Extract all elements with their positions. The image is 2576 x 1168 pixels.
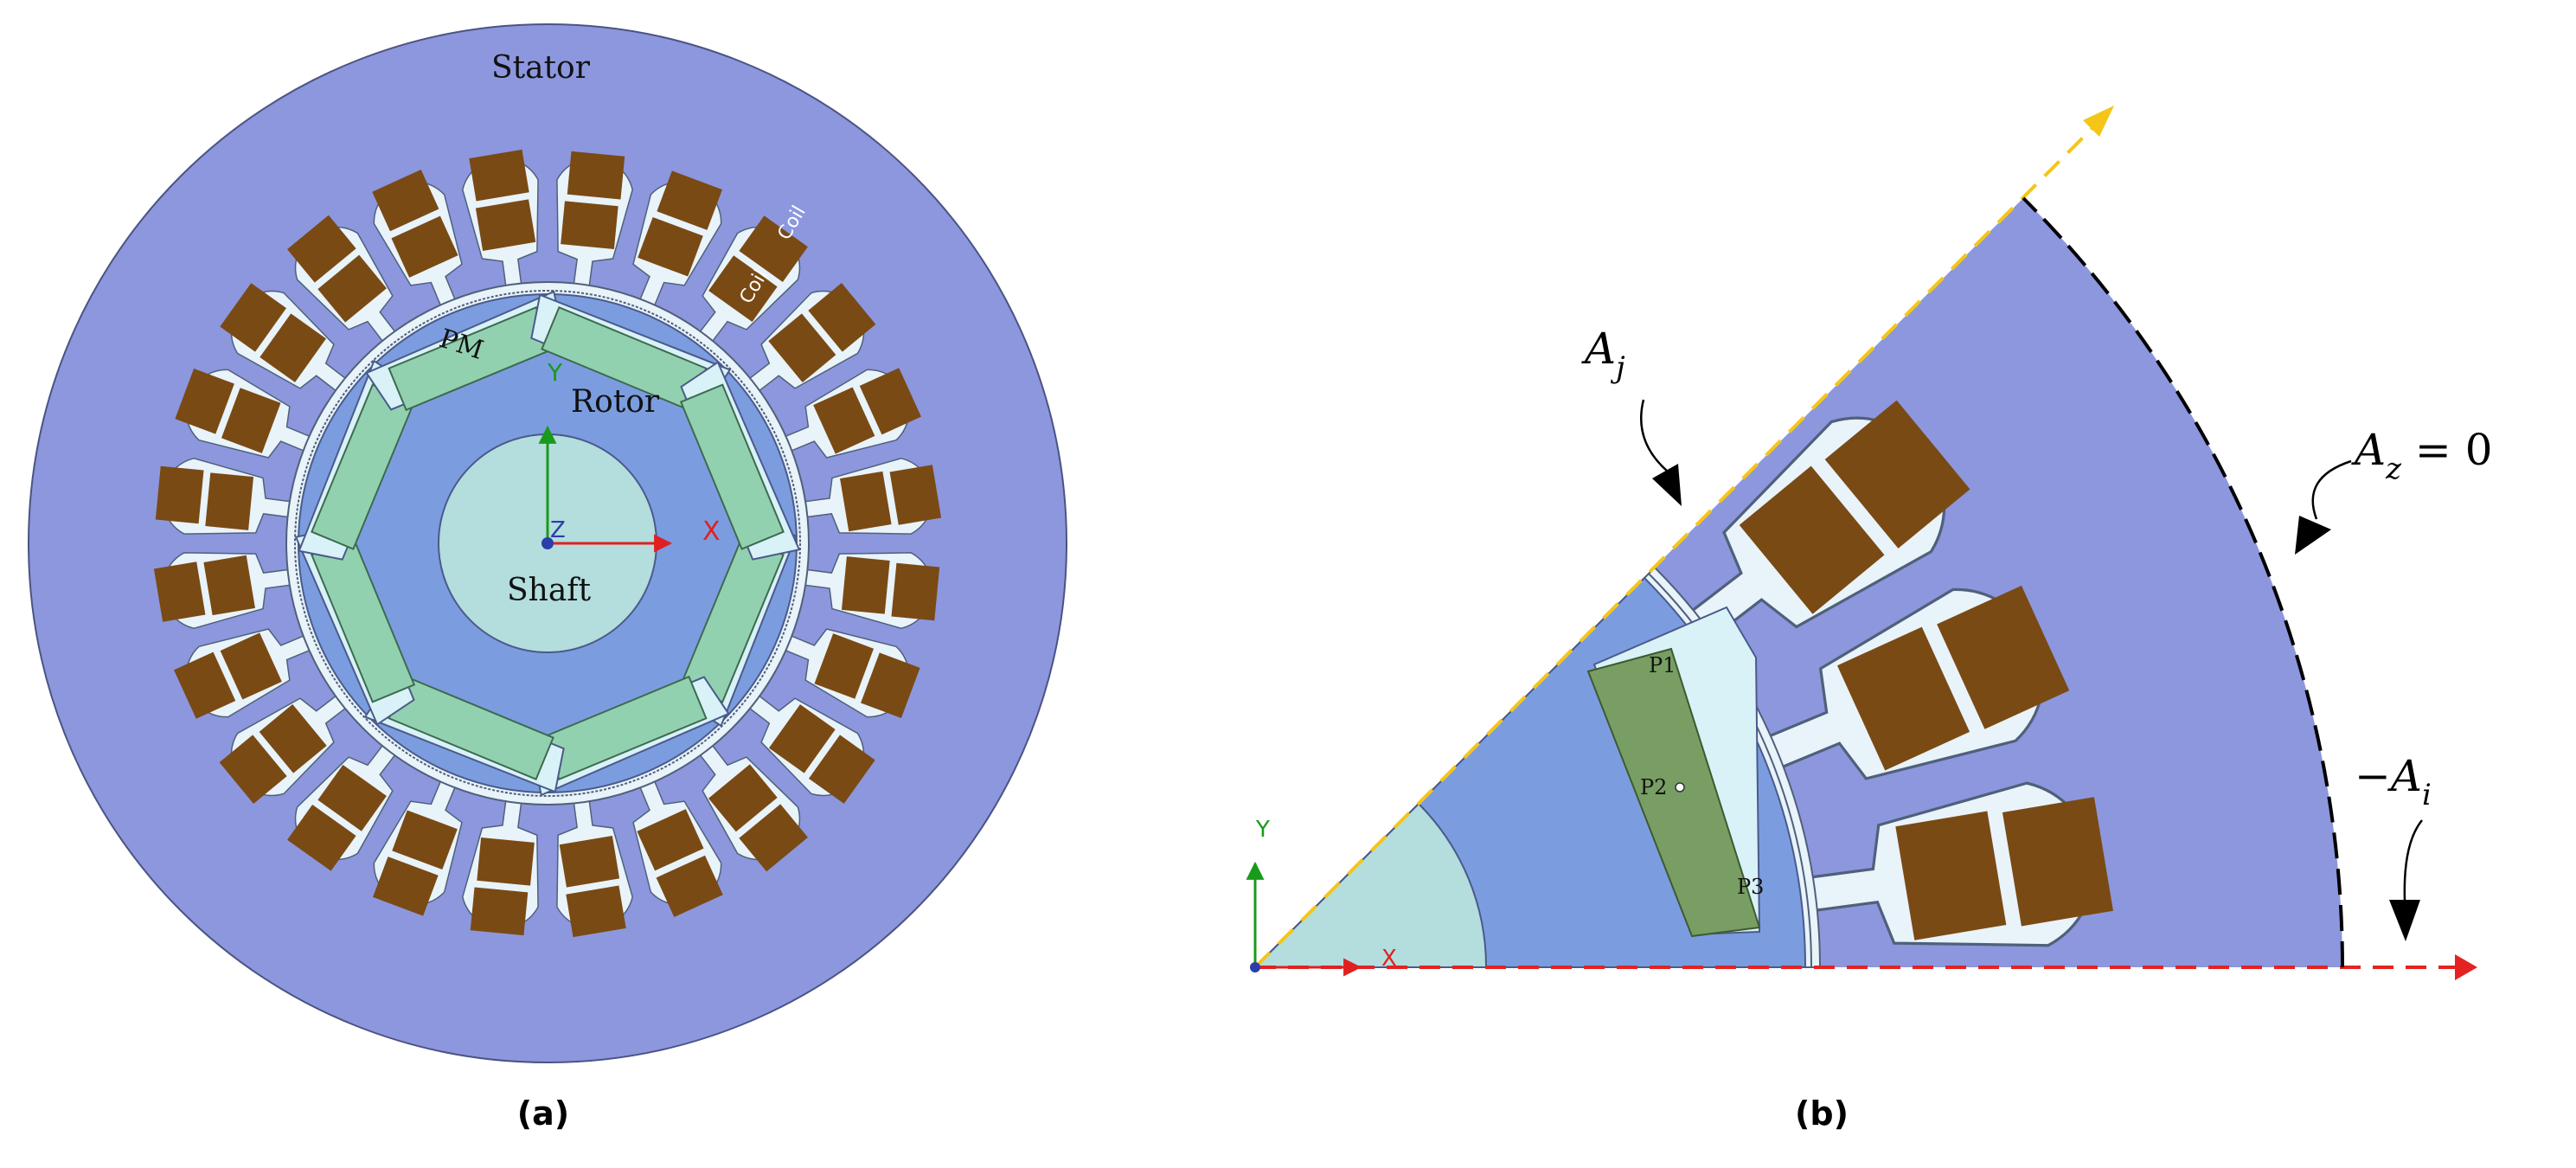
aj-pointer: [1640, 399, 1669, 472]
magnet-7: [530, 293, 732, 412]
boundary-az-arc: [2022, 196, 2344, 968]
az-pointer-head: [2295, 516, 2331, 555]
aj-label: Aj: [1581, 324, 1625, 385]
shaft-label: Shaft: [507, 573, 592, 608]
stator-label: Stator: [491, 50, 591, 86]
origin-marker: [541, 537, 554, 549]
aj-main: A: [1581, 324, 1616, 374]
magnet-6: [365, 290, 565, 412]
shaft-sector: [1253, 802, 1488, 968]
aj-pointer-head: [1652, 464, 1682, 506]
magnet-2: [530, 675, 730, 797]
b-axis-y-label: Y: [1255, 817, 1270, 843]
ai-main: A: [2387, 751, 2422, 801]
ai-pointer: [2403, 819, 2423, 901]
magnet-5: [298, 359, 416, 561]
ai-sub: i: [2422, 778, 2432, 812]
magnet-4: [294, 526, 416, 726]
permanent-magnets: [294, 290, 801, 797]
az-sub: z: [2385, 452, 2402, 486]
point-p3-label: P3: [1737, 875, 1764, 899]
boundary-aj-line: [1253, 115, 2105, 969]
ai-label: −Ai: [2355, 751, 2432, 812]
axis-z-label: Z: [550, 517, 566, 543]
caption-a: (a): [517, 1094, 569, 1133]
point-p2-label: P2: [1640, 775, 1667, 799]
axis-x-label: X: [702, 517, 721, 547]
boundary-ai-arrowhead: [2455, 954, 2477, 980]
az-label: Az = 0: [2351, 425, 2493, 486]
ai-pointer-head: [2389, 900, 2420, 941]
rotor-label: Rotor: [571, 384, 660, 420]
ai-minus: −: [2355, 751, 2391, 801]
caption-b: (b): [1795, 1094, 1849, 1133]
magnet-8: [679, 361, 801, 561]
point-p1-label: P1: [1649, 653, 1676, 677]
b-axis-x-label: X: [1381, 946, 1397, 972]
sector-sleeve: [1253, 572, 1813, 968]
axis-y-label: Y: [547, 358, 563, 387]
permanent-magnet-sector: [1586, 647, 1761, 938]
az-rest: = 0: [2401, 425, 2493, 475]
az-pointer: [2311, 459, 2352, 520]
panel-a-full-motor: Y X Z Stator Rotor Shaft PM Coil Coil (a…: [28, 23, 1067, 1133]
rotor-sleeve: [294, 290, 801, 797]
point-p2-marker: [1675, 782, 1685, 793]
b-origin-marker: [1250, 962, 1260, 972]
panel-b-sector-model: P1 P2 P3 Y X Aj Az = 0 −Ai (b): [1246, 106, 2493, 1133]
boundary-aj-arrowhead: [2083, 106, 2114, 137]
az-main: A: [2351, 425, 2386, 475]
